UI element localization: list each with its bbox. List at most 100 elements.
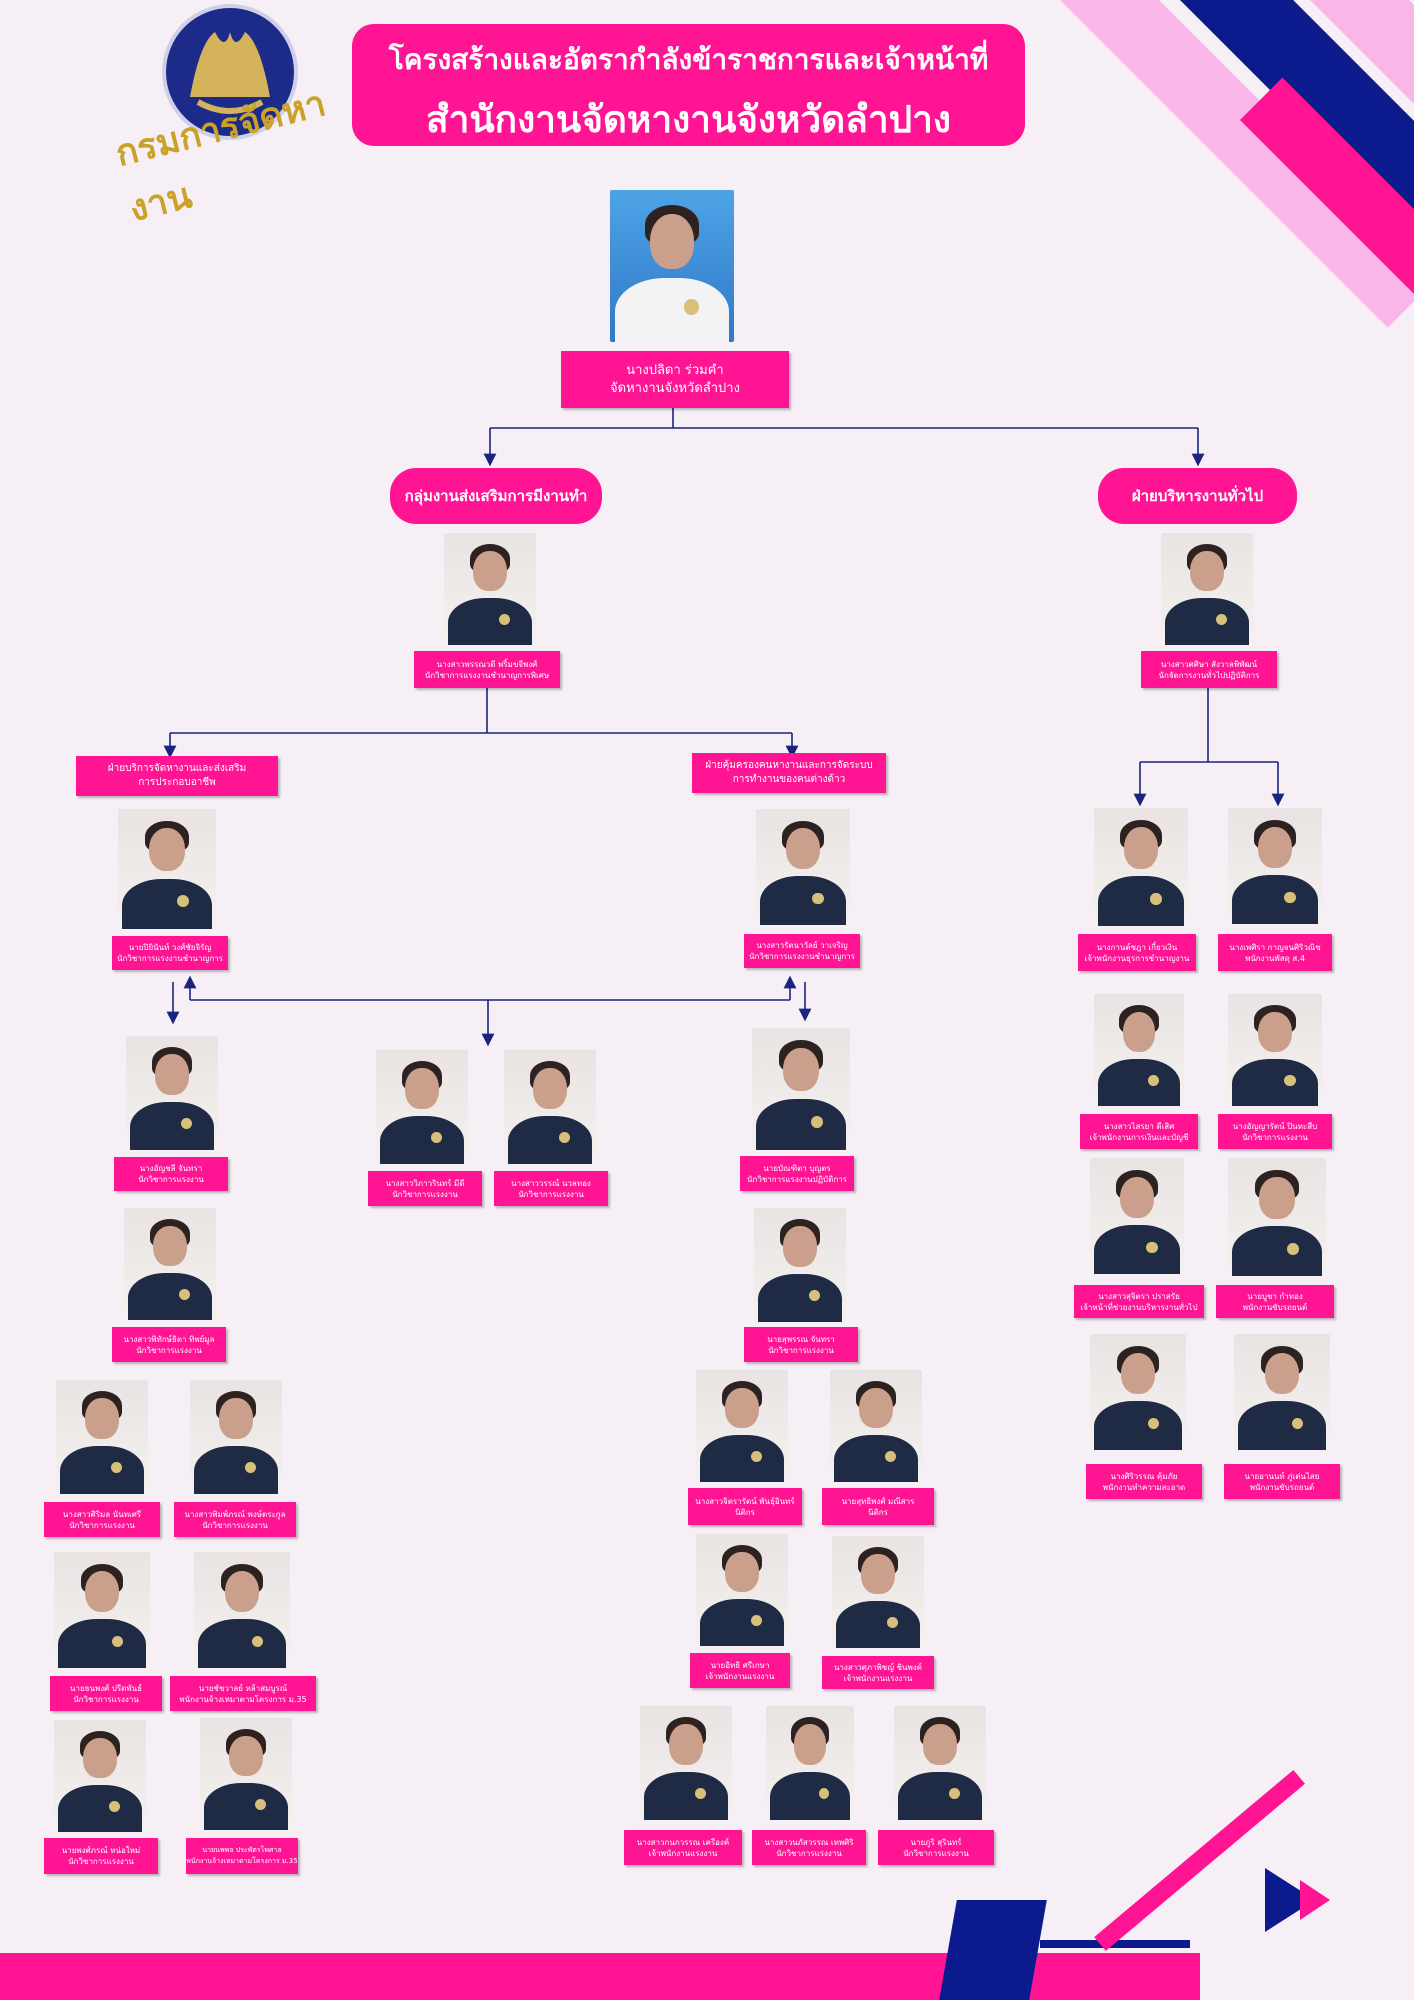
staff-photo-p18 [766, 1706, 854, 1820]
staff-role: นักวิชาการแรงงาน [1242, 1132, 1308, 1142]
staff-photo-p8 [190, 1380, 282, 1494]
admin-photo-a2 [1228, 808, 1322, 924]
staff-name: นางสาววิภาวรินทร์ มีดี [385, 1178, 465, 1188]
admin-photo-a8 [1234, 1334, 1330, 1450]
staff-photo-p12 [200, 1718, 292, 1830]
staff-photo-p2 [124, 1208, 216, 1320]
staff-role: นักวิชาการแรงงาน [776, 1848, 842, 1858]
staff-name: นายนพพล ประพัตรโพศาล [202, 1846, 282, 1854]
staff-role: นักวิชาการแรงงาน [136, 1345, 202, 1355]
staff-photo-p13 [696, 1370, 788, 1482]
staff-name: นายสุพรรณ จันทรา [767, 1334, 835, 1344]
staff-role: เจ้าหน้าที่ช่วยงานบริหารงานทั่วไป [1080, 1302, 1198, 1312]
service-head-role: นักวิชาการแรงงานชำนาญการ [117, 954, 223, 963]
staff-name: นายบูชา กำทอง [1247, 1291, 1303, 1301]
protect-head-namebox: นางสาวรัตนาวัลย์ วาเจริญ นักวิชาการแรงงา… [744, 934, 860, 968]
staff-name: นางศิริวรรณ คุ้มภัย [1110, 1471, 1178, 1481]
staff-photo-p10 [194, 1552, 290, 1668]
head-photo [610, 190, 734, 342]
service-head-name: นายปิยินันท์ วงศ์ชัยจิรัญ [128, 943, 212, 952]
staff-role: พนักงานทำความสะอาด [1102, 1482, 1186, 1492]
protect-head-name: นางสาวรัตนาวัลย์ วาเจริญ [756, 941, 848, 950]
page-title-line1: โครงสร้างและอัตรากำลังข้าราชการและเจ้าหน… [388, 43, 989, 76]
staff-namebox-p16: นางสาวศุภาพิชญ์ ชินพงค์เจ้าพนักงานแรงงาน [822, 1656, 934, 1689]
head-namebox: นางปลิดา ร่วมคำ จัดหางานจังหวัดลำปาง [561, 351, 789, 408]
admin-head-photo [1161, 533, 1253, 645]
staff-namebox-p15: นายอิทธิ ศรีเกษาเจ้าพนักงานแรงงาน [690, 1653, 790, 1688]
staff-photo-p5 [752, 1028, 850, 1150]
service-head-photo [118, 809, 216, 929]
head-name: นางปลิดา ร่วมคำ [626, 362, 724, 378]
staff-name: นางอัญญารัตน์ ปินทะสืบ [1232, 1121, 1318, 1131]
staff-name: นายธนพงศ์ ปรีดพันธ์ [70, 1683, 142, 1693]
staff-role: นักวิชาการแรงงานปฏิบัติการ [747, 1174, 847, 1184]
staff-photo-p9 [54, 1552, 150, 1668]
service-section-box: ฝ่ายบริการจัดหางานและส่งเสริม การประกอบอ… [76, 756, 278, 796]
head-role: จัดหางานจังหวัดลำปาง [610, 380, 740, 396]
staff-photo-p7 [56, 1380, 148, 1494]
emp-head-name: นางสาวพรรณวดี พริ้มขจีพงศ์ [436, 659, 538, 669]
staff-role: เจ้าพนักงานแรงงาน [705, 1671, 775, 1681]
staff-photo-p3 [376, 1050, 468, 1164]
staff-role: นักวิชาการแรงงาน [138, 1175, 204, 1184]
staff-name: นายพงศ์ภรณ์ หน่อใหม่ [61, 1846, 141, 1855]
admin-head-role: นักจัดการงานทั่วไปปฏิบัติการ [1158, 670, 1260, 680]
staff-namebox-p9: นายธนพงศ์ ปรีดพันธ์นักวิชาการแรงงาน [50, 1676, 162, 1711]
staff-photo-p6 [754, 1208, 846, 1322]
admin-namebox-a2: นางเพศิรา กาญจนศิริวณิชพนักงานพัสดุ ส.4 [1218, 934, 1332, 971]
admin-head-namebox: นางสาวศศิษา สังวาลพิพัฒน์ นักจัดการงานทั… [1141, 651, 1277, 688]
staff-photo-p16 [832, 1536, 924, 1648]
protect-section-box: ฝ่ายคุ้มครองคนหางานและการจัดระบบ การทำงา… [692, 753, 886, 793]
admin-head-name: นางสาวศศิษา สังวาลพิพัฒน์ [1160, 659, 1258, 669]
staff-namebox-p3: นางสาววิภาวรินทร์ มีดีนักวิชาการแรงงาน [368, 1171, 482, 1206]
photo-body [614, 278, 730, 342]
page-title-line2: สำนักงานจัดหางานจังหวัดลำปาง [426, 98, 951, 141]
staff-role: นิติกร [735, 1507, 755, 1517]
staff-name: นางสาวจิตรารัตน์ พันธุ์อินทร์ [695, 1496, 795, 1506]
staff-photo-p1 [126, 1036, 218, 1150]
staff-namebox-p7: นางสาวศิริมล นันทเศรีนักวิชาการแรงงาน [44, 1502, 160, 1537]
admin-namebox-a5: นางสาวสุจิตรา ปราสรัยเจ้าหน้าที่ช่วยงานบ… [1074, 1285, 1204, 1318]
service-head-namebox: นายปิยินันท์ วงศ์ชัยจิรัญ นักวิชาการแรงง… [112, 936, 228, 970]
staff-role: เจ้าพนักงานแรงงาน [648, 1848, 718, 1858]
staff-namebox-p6: นายสุพรรณ จันทรานักวิชาการแรงงาน [744, 1327, 858, 1362]
staff-name: นางอัญชลี จันทรา [139, 1164, 203, 1173]
staff-namebox-p2: นางสาวพิทักษ์ธิดา ทิพย์มูลนักวิชาการแรงง… [112, 1327, 226, 1362]
staff-role: พนักงานขับรถยนต์ [1249, 1482, 1315, 1492]
admin-namebox-a7: นางศิริวรรณ คุ้มภัยพนักงานทำความสะอาด [1086, 1464, 1202, 1499]
staff-role: นักวิชาการแรงงาน [392, 1189, 458, 1199]
admin-photo-a5 [1090, 1158, 1184, 1274]
admin-namebox-a3: นางสาวไสรยา ดีเสิศเจ้าพนักงานการเงินและบ… [1080, 1114, 1198, 1149]
staff-namebox-p8: นางสาวพิมพ์ภรณ์ พงษ์ตระกูลนักวิชาการแรงง… [174, 1502, 296, 1537]
admin-photo-a7 [1090, 1334, 1186, 1450]
staff-namebox-p12: นายนพพล ประพัตรโพศาลพนักงานจ้างเหมาตามโค… [186, 1838, 298, 1874]
staff-name: นายอิทธิ ศรีเกษา [710, 1660, 770, 1670]
staff-namebox-p4: นางสาววรรณ์ นวลทองนักวิชาการแรงงาน [494, 1171, 608, 1206]
staff-role: นักวิชาการแรงงาน [73, 1694, 139, 1704]
staff-name: นางสาวศุภาพิชญ์ ชินพงค์ [833, 1662, 923, 1672]
staff-role: พนักงานจ้างเหมาตามโครงการ ม.35 [179, 1694, 307, 1704]
staff-photo-p15 [696, 1534, 788, 1646]
staff-role: นักวิชาการแรงงาน [903, 1848, 969, 1858]
staff-name: นางสาวพิมพ์ภรณ์ พงษ์ตระกูล [184, 1509, 286, 1519]
admin-namebox-a6: นายบูชา กำทองพนักงานขับรถยนต์ [1216, 1285, 1334, 1318]
admin-photo-a1 [1094, 808, 1188, 926]
staff-name: นางสาววรรณ์ นวลทอง [511, 1178, 591, 1188]
group-admin-pill: ฝ่ายบริหารงานทั่วไป [1098, 468, 1297, 524]
admin-namebox-a1: นางกานต์ชฎา เกี๋ยวเงินเจ้าพนักงานธุรการช… [1078, 934, 1196, 971]
emp-head-role: นักวิชาการแรงงานชำนาญการพิเศษ [424, 670, 550, 680]
protect-head-role: นักวิชาการแรงงานชำนาญการ [749, 952, 855, 961]
page-title-box: โครงสร้างและอัตรากำลังข้าราชการและเจ้าหน… [352, 24, 1025, 146]
staff-role: นักวิชาการแรงงาน [518, 1189, 584, 1199]
protect-section-line1: ฝ่ายคุ้มครองคนหางานและการจัดระบบ [705, 760, 873, 771]
service-section-line1: ฝ่ายบริการจัดหางานและส่งเสริม [107, 763, 247, 774]
staff-namebox-p18: นางสาวนภัสวรรณ เทพศิรินักวิชาการแรงงาน [752, 1830, 866, 1865]
staff-namebox-p14: นายสุทธิพงศ์ มณีสารนิติกร [822, 1488, 934, 1525]
staff-namebox-p10: นายชัชวาลย์ หล้าสมบูรณ์พนักงานจ้างเหมาตา… [170, 1676, 316, 1711]
staff-name: นางเพศิรา กาญจนศิริวณิช [1229, 942, 1321, 952]
staff-name: นางสาวศิริมล นันทเศรี [62, 1509, 142, 1519]
staff-photo-p14 [830, 1370, 922, 1482]
staff-role: เจ้าพนักงานธุรการชำนาญงาน [1084, 953, 1190, 963]
staff-name: นายชัชวาลย์ หล้าสมบูรณ์ [198, 1683, 288, 1693]
